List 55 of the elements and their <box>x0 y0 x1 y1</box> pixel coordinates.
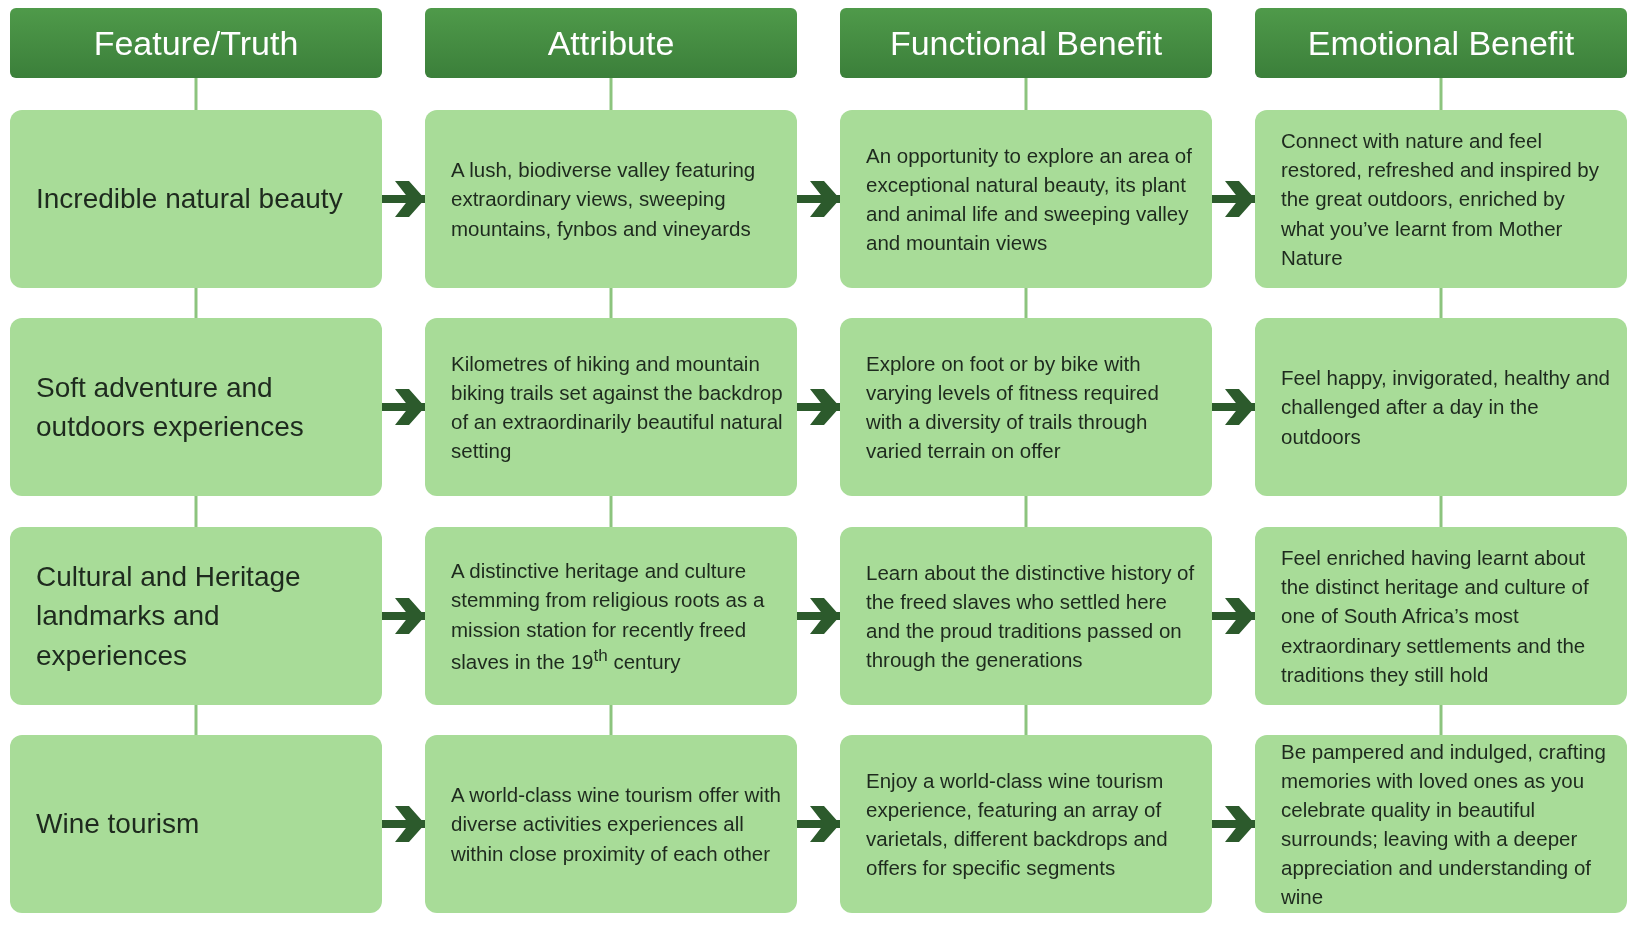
text-box <box>425 735 797 913</box>
connector-line <box>1439 78 1443 110</box>
box-text: Be pampered and indulged, crafting memories with loved ones as you celebrate quality in beautiful surrounds; leaving with a deeper appreciation and understanding of wine <box>1281 738 1607 911</box>
text-box <box>10 110 382 288</box>
text-box <box>425 527 797 705</box>
connector-line <box>609 78 613 110</box>
box-text: A world-class wine tourism offer with diverse activities experiences all within close proximity of each other <box>451 782 782 867</box>
box-text: Wine tourism <box>36 807 200 842</box>
box-text: Cultural and Heritage landmarks and experiences <box>36 560 302 673</box>
box-text: Learn about the distinctive history of the freed slaves who settled here and the proud traditions passed on through the generations <box>866 559 1196 674</box>
box-text: Enjoy a world-class wine tourism experience, featuring an array of varietals, different backdrops and offers for specific segments <box>866 767 1169 882</box>
connector-line <box>194 288 198 318</box>
connector-line <box>1024 705 1028 735</box>
text-box <box>1255 318 1627 496</box>
box-text: An opportunity to explore an area of exceptional natural beauty, its plant and animal life and sweeping valley and mountain views <box>866 142 1193 257</box>
column-header <box>10 8 382 78</box>
header-text: Functional Benefit <box>889 23 1163 63</box>
connector-line <box>1024 496 1028 527</box>
text-box <box>840 527 1212 705</box>
text-box <box>425 110 797 288</box>
column-header <box>425 8 797 78</box>
text-box <box>1255 527 1627 705</box>
column-header <box>1255 8 1627 78</box>
box-text: Feel happy, invigorated, healthy and challenged after a day in the outdoors <box>1281 365 1611 450</box>
box-text: Feel enriched having learnt about the distinct heritage and culture of one of South Africa’s most extraordinary settlements and the traditions they still hold <box>1281 545 1590 688</box>
column-header <box>840 8 1212 78</box>
connector-line <box>194 705 198 735</box>
text-box <box>10 735 382 913</box>
header-text: Feature/Truth <box>93 23 299 63</box>
connector-line <box>1024 288 1028 318</box>
text-box <box>840 318 1212 496</box>
box-text: Explore on foot or by bike with varying levels of fitness required with a diversity of trails through varied terrain on offer <box>866 350 1160 465</box>
connector-line <box>609 496 613 527</box>
text-box <box>10 318 382 496</box>
connector-line <box>609 705 613 735</box>
box-text: A distinctive heritage and culture stemming from religious roots as a mission station for recently freed slaves in the 19$^{th}$ century <box>451 558 766 675</box>
text-box <box>425 318 797 496</box>
header-text: Emotional Benefit <box>1307 23 1575 63</box>
box-text: A lush, biodiverse valley featuring extraordinary views, sweeping mountains, fynbos and vineyards <box>451 157 757 242</box>
box-text: Incredible natural beauty <box>36 182 343 217</box>
connector-line <box>609 288 613 318</box>
text-box <box>10 527 382 705</box>
connector-line <box>1024 78 1028 110</box>
box-text: Kilometres of hiking and mountain biking trails set against the backdrop of an extraordinarily beautiful natural setting <box>451 350 783 465</box>
connector-line <box>1439 496 1443 527</box>
text-box <box>840 735 1212 913</box>
text-box <box>1255 110 1627 288</box>
connector-line <box>194 496 198 527</box>
header-text: Attribute <box>547 23 675 63</box>
connector-line <box>1439 705 1443 735</box>
box-text: Connect with nature and feel restored, refreshed and inspired by the great outdoors, enriched by what you’ve learnt from Mother Nature <box>1281 128 1600 271</box>
text-box <box>840 110 1212 288</box>
box-text: Soft adventure and outdoors experiences <box>36 370 305 444</box>
connector-line <box>194 78 198 110</box>
connector-line <box>1439 288 1443 318</box>
